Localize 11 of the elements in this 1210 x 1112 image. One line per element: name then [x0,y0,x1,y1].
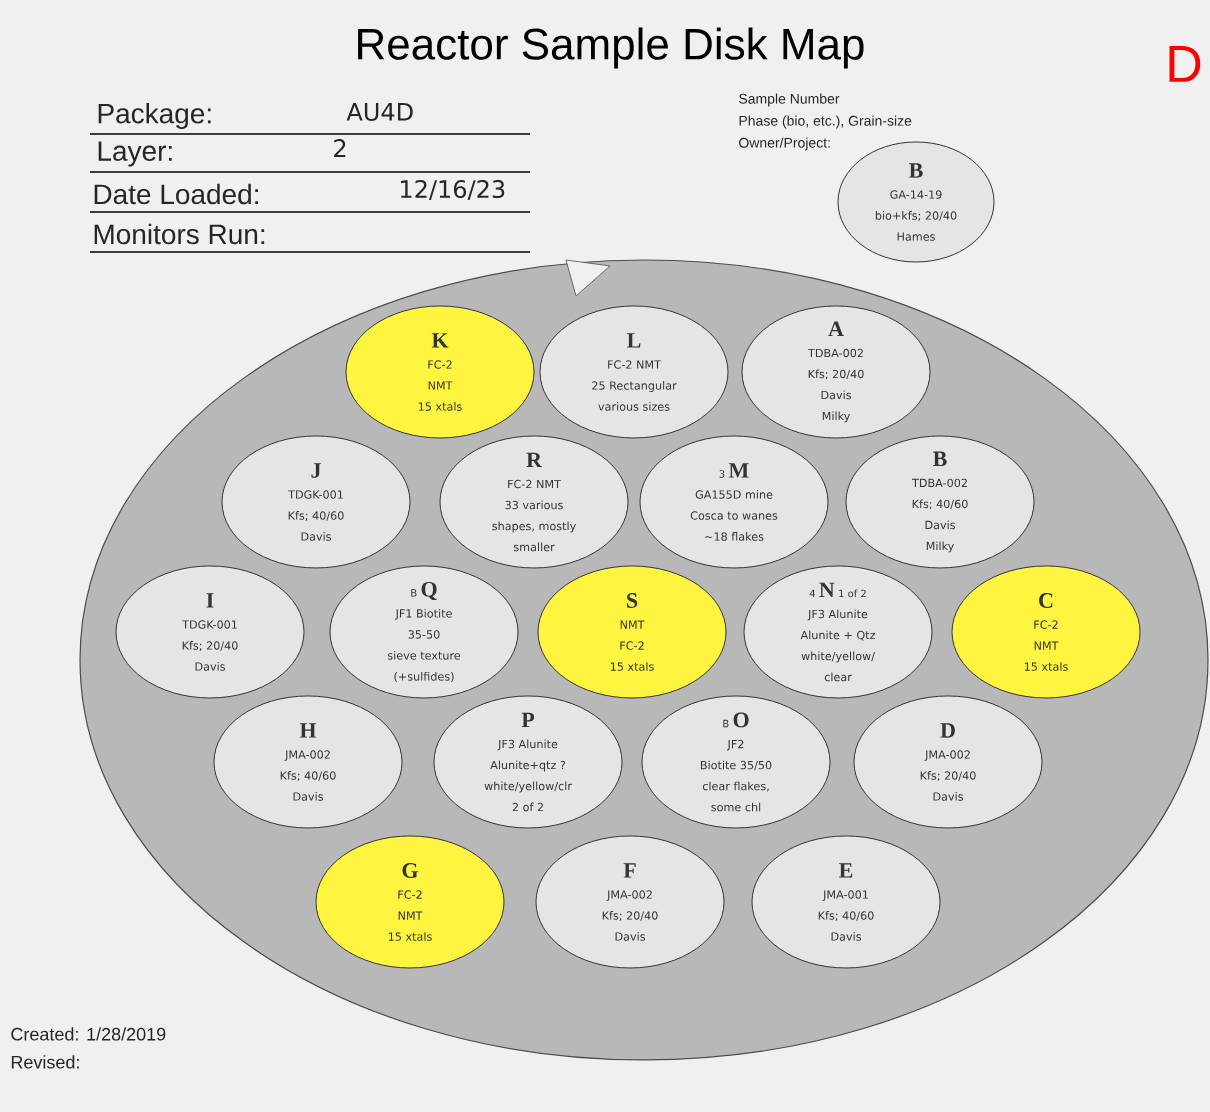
form-field-label: Package: [98,102,211,129]
form-field-label: Monitors Run: [94,223,265,245]
handwritten-entry: AU4D [346,103,413,121]
handwritten-entry: 12/16/23 [401,179,505,200]
handwritten-entry: 2 [334,139,346,157]
disk-letter: D [1169,46,1201,82]
footer-note: Revised: [11,1055,79,1069]
title: Reactor Sample Disk Map [358,27,864,69]
form-field-label: Date Loaded: [94,183,258,205]
footer-note: Created: 1/28/2019 [11,1027,166,1041]
form-field-label: Layer: [98,141,172,167]
